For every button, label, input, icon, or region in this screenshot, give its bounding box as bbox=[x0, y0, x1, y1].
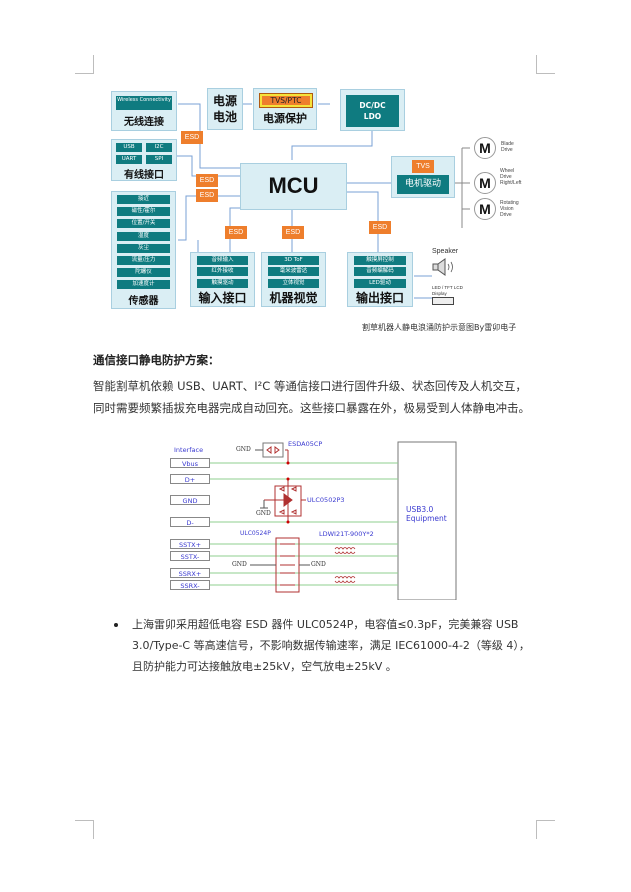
wired-interface-block: USB I2C UART SPI 有线接口 bbox=[111, 139, 177, 181]
sensor-item: 灰尘 bbox=[117, 244, 170, 253]
display-icon bbox=[432, 297, 454, 305]
wired-title: 有线接口 bbox=[124, 170, 164, 181]
wired-item-i2c: I2C bbox=[146, 143, 172, 152]
input-interface-block: 音频输入 红外接收 触摸驱动 输入接口 bbox=[190, 252, 255, 307]
output-interface-block: 触摸屏控制 音频编解码 LED驱动 输出接口 bbox=[347, 252, 413, 307]
sensor-item: 磁性/霍尔 bbox=[117, 207, 170, 216]
crop-mark-top-right bbox=[536, 55, 555, 74]
vision-title: 机器视觉 bbox=[269, 291, 318, 305]
vision-item: 3D ToF bbox=[268, 256, 319, 265]
motor-vision-icon: M bbox=[474, 198, 496, 220]
sensors-block: 接近 磁性/霍尔 位置/开关 湿度 灰尘 流量/压力 陀螺仪 加速度计 传感器 bbox=[111, 191, 176, 309]
wireless-connectivity-block: Wireless Connectivity 无线连接 bbox=[111, 91, 177, 131]
usb3-equipment-label: USB3.0 Equipment bbox=[406, 505, 447, 523]
esd-tag-vision: ESD bbox=[282, 226, 304, 239]
pin-ssrx-minus: SSRX- bbox=[170, 580, 210, 590]
bullet-dot bbox=[114, 623, 118, 627]
tvs-tag: TVS bbox=[412, 160, 434, 173]
pin-ssrx-plus: SSRX+ bbox=[170, 568, 210, 578]
vision-item: 立体视觉 bbox=[268, 279, 319, 288]
sensors-title: 传感器 bbox=[128, 296, 159, 307]
wireless-connectivity-label: Wireless Connectivity bbox=[116, 96, 172, 110]
wireless-title: 无线连接 bbox=[124, 117, 164, 128]
motor-blade-icon: M bbox=[474, 137, 496, 159]
gnd-label-ulc0524-right: GND bbox=[311, 561, 326, 568]
sensor-item: 陀螺仪 bbox=[117, 268, 170, 277]
gnd-label-ulc0524-left: GND bbox=[232, 561, 247, 568]
power-protection-title: 电源保护 bbox=[263, 112, 307, 125]
display-label: LED / TFT LCD Display bbox=[432, 285, 463, 296]
motor-vision-label: Rotating Vision Drive bbox=[500, 200, 519, 218]
motor-wheel-icon: M bbox=[474, 172, 496, 194]
output-item: LED驱动 bbox=[354, 279, 406, 288]
wired-item-spi: SPI bbox=[146, 155, 172, 164]
gnd-label-ulc0502: GND bbox=[256, 510, 271, 517]
crop-mark-top-left bbox=[75, 55, 94, 74]
motor-drive-block: TVS 电机驱动 bbox=[391, 156, 455, 198]
output-item: 音频编解码 bbox=[354, 267, 406, 276]
wired-item-uart: UART bbox=[116, 155, 142, 164]
pin-sstx-minus: SSTX- bbox=[170, 551, 210, 561]
output-item: 触摸屏控制 bbox=[354, 256, 406, 265]
pin-sstx-plus: SSTX+ bbox=[170, 539, 210, 549]
interface-label: Interface bbox=[174, 446, 204, 454]
section-heading: 通信接口静电防护方案： bbox=[93, 353, 220, 367]
ulc0524p-label: ULC0524P bbox=[240, 530, 271, 537]
motor-blade-label: Blade Drive bbox=[501, 141, 514, 153]
section-paragraph: 智能割草机依赖 USB、UART、I²C 等通信接口进行固件升级、状态回传及人机… bbox=[93, 379, 530, 415]
ulc0502p3-label: ULC0502P3 bbox=[307, 496, 345, 504]
bullet-text: 上海雷卯采用超低电容 ESD 器件 ULC0524P，电容值≤0.3pF，完美兼… bbox=[132, 618, 530, 673]
esd-tag-wireless: ESD bbox=[181, 131, 203, 144]
sensor-item: 湿度 bbox=[117, 232, 170, 241]
pin-d-plus: D+ bbox=[170, 474, 210, 484]
speaker-icon bbox=[432, 258, 453, 276]
pin-vbus: Vbus bbox=[170, 458, 210, 468]
power-protection-block: TVS/PTC 电源保护 bbox=[253, 88, 317, 130]
dcdc-ldo-title: DC/DC LDO bbox=[346, 95, 399, 127]
power-battery-title: 电源电池 bbox=[212, 94, 237, 124]
mcu-title: MCU bbox=[268, 173, 319, 198]
sensor-item: 流量/压力 bbox=[117, 256, 170, 265]
tvs-ptc-tag: TVS/PTC bbox=[259, 93, 313, 108]
sensor-item: 位置/开关 bbox=[117, 219, 170, 228]
gnd-label-esda: GND bbox=[236, 446, 251, 453]
mcu-block: MCU bbox=[240, 163, 347, 210]
block-diagram: Wireless Connectivity 无线连接 USB I2C UART … bbox=[0, 0, 631, 345]
crop-mark-bottom-left bbox=[75, 820, 94, 839]
esda05cp-label: ESDA05CP bbox=[288, 440, 323, 448]
power-battery-block: 电源电池 bbox=[207, 88, 243, 130]
input-title: 输入接口 bbox=[198, 291, 247, 305]
esd-tag-sensors: ESD bbox=[196, 189, 218, 202]
dcdc-ldo-block: DC/DC LDO bbox=[340, 89, 405, 131]
motor-drive-title: 电机驱动 bbox=[397, 175, 449, 194]
esd-tag-wired: ESD bbox=[196, 174, 218, 187]
sensor-item: 接近 bbox=[117, 195, 170, 204]
wired-item-usb: USB bbox=[116, 143, 142, 152]
input-item: 音频输入 bbox=[197, 256, 248, 265]
output-title: 输出接口 bbox=[355, 291, 404, 305]
sensor-item: 加速度计 bbox=[117, 280, 170, 289]
esd-tag-output: ESD bbox=[369, 221, 391, 234]
vision-item: 毫米波雷达 bbox=[268, 267, 319, 276]
speaker-label: Speaker bbox=[432, 248, 459, 255]
pin-gnd: GND bbox=[170, 495, 210, 505]
input-item: 红外接收 bbox=[197, 267, 248, 276]
machine-vision-block: 3D ToF 毫米波雷达 立体视觉 机器视觉 bbox=[261, 252, 326, 307]
diagram-caption: 割草机器人静电浪涌防护示意图By雷卯电子 bbox=[362, 323, 517, 332]
ldw-label: LDWI21T-900Y*2 bbox=[319, 530, 374, 538]
esd-tag-input: ESD bbox=[225, 226, 247, 239]
input-item: 触摸驱动 bbox=[197, 279, 248, 288]
crop-mark-bottom-right bbox=[536, 820, 555, 839]
motor-wheel-label: Wheel Drive Right/Left bbox=[500, 168, 522, 186]
pin-d-minus: D- bbox=[170, 517, 210, 527]
